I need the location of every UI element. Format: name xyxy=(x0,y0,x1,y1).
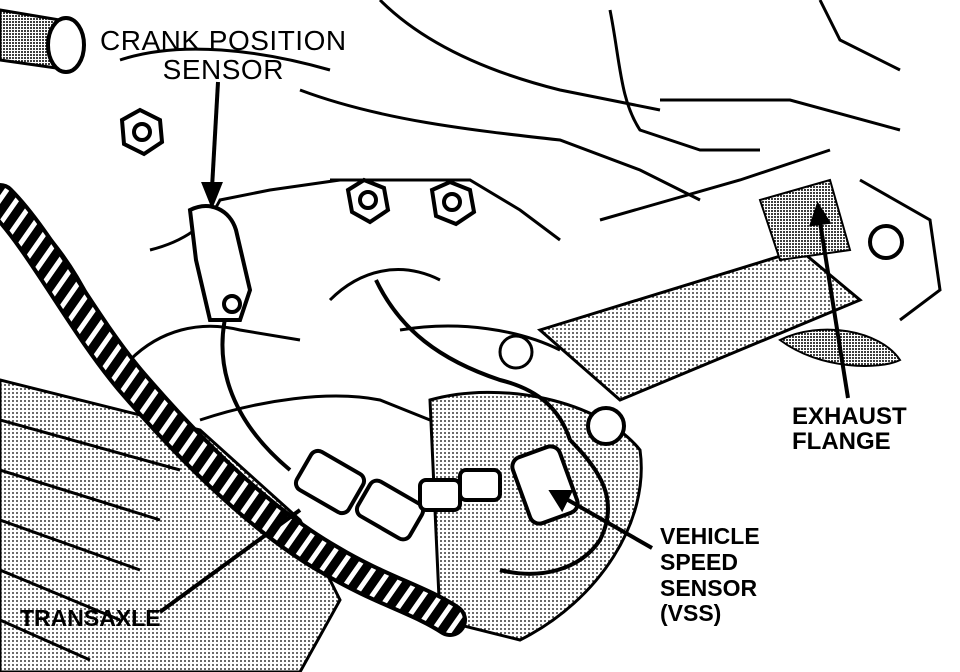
exhaust-flange-label: EXHAUST FLANGE xyxy=(792,403,907,456)
transaxle-label: TRANSAXLE xyxy=(20,605,161,631)
vss-label-line2: SPEED xyxy=(660,548,738,575)
wiring-harness xyxy=(0,183,467,637)
crank-sensor-bracket xyxy=(187,204,253,322)
connectors xyxy=(293,444,580,542)
vss-label-line3: SENSOR xyxy=(660,574,758,601)
breather-tube xyxy=(0,8,86,74)
crank-position-sensor-label: CRANK POSITION SENSOR xyxy=(100,26,347,85)
leader-lines xyxy=(158,81,850,614)
exhaust-label-line2: FLANGE xyxy=(792,428,891,456)
vss-label-line1: VEHICLE xyxy=(660,523,760,549)
bolt-heads xyxy=(119,107,477,249)
vss-label-line4: (VSS) xyxy=(660,600,722,627)
crank-label-line2: SENSOR xyxy=(162,54,284,86)
vehicle-speed-sensor-label: VEHICLE SPEED SENSOR (VSS) xyxy=(660,523,760,627)
engine-block xyxy=(0,0,942,422)
exhaust-label-line1: EXHAUST xyxy=(792,403,907,430)
exhaust-pipe xyxy=(536,178,904,402)
crank-label-line1: CRANK POSITION xyxy=(100,25,347,56)
